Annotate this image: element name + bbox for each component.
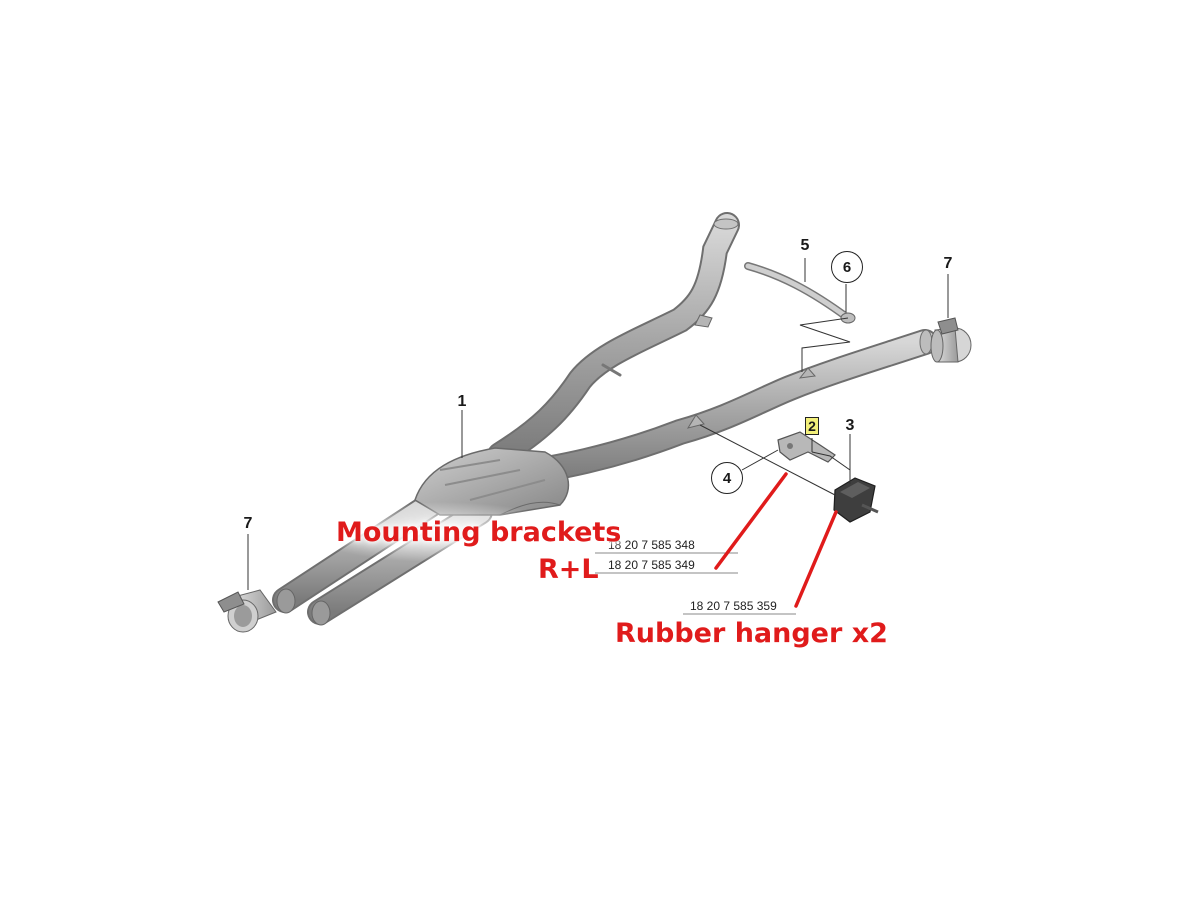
callout-3: 3 [845, 417, 855, 434]
mounting-bracket [777, 431, 836, 463]
exhaust-pipe-upper [487, 212, 740, 468]
part-number-hanger: 18 20 7 585 359 [690, 599, 777, 613]
mounting-brackets-side-label: R+L [538, 554, 599, 585]
support-strap [744, 262, 856, 324]
leader-lines [247, 258, 949, 590]
rubber-hanger-label: Rubber hanger x2 [615, 618, 888, 649]
clamp-right [930, 317, 972, 363]
part-number-bracket-a: 18 20 7 585 348 [608, 538, 695, 552]
strap-leader [799, 317, 851, 372]
center-muffler [414, 447, 570, 516]
pipe-hooks [601, 314, 816, 429]
part-number-bracket-b: 18 20 7 585 349 [608, 558, 695, 572]
callout-6: 6 [831, 251, 863, 283]
label-glow [310, 502, 570, 562]
part-number-rules [595, 552, 796, 615]
red-pointers [714, 472, 838, 608]
callout-7-right: 7 [943, 255, 953, 272]
callout-5: 5 [800, 237, 810, 254]
callout-2: 2 [805, 417, 819, 435]
clamp-left [217, 589, 277, 633]
exhaust-pipe-right [457, 329, 938, 493]
rubber-hanger [833, 477, 879, 523]
mounting-brackets-label: Mounting brackets [336, 517, 622, 548]
callout-1: 1 [457, 393, 467, 410]
callout-7-left: 7 [243, 515, 253, 532]
callout-4: 4 [711, 462, 743, 494]
